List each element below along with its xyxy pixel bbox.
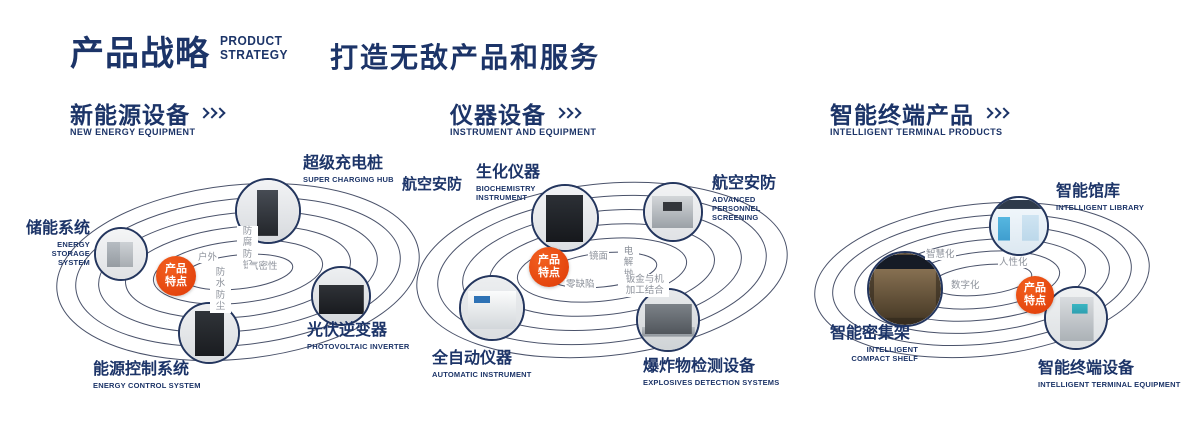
node-automatic-instrument xyxy=(459,275,525,341)
photovoltaic-inverter-photo xyxy=(313,268,369,324)
node-intelligent-compact-shelf xyxy=(867,251,943,327)
node-biochemistry-instrument xyxy=(531,184,599,252)
section-instrument-title: 仪器设备 xyxy=(450,102,546,128)
feature-label: 防腐防锈 xyxy=(237,226,258,272)
label-cn: 爆炸物检测设备 xyxy=(643,358,756,375)
badge-text: 产品特点 xyxy=(165,262,187,288)
label-en: ENERGY STORAGE SYSTEM xyxy=(51,239,90,268)
label-super-charging-hub: 超级充电桩 SUPER CHARGING HUB xyxy=(303,155,394,184)
label-cn: 超级充电桩 xyxy=(303,155,384,172)
terminal-equipment-photo xyxy=(1046,288,1106,348)
section-terminal-title-row: 智能终端产品 xyxy=(830,96,1010,130)
label-cn: 生化仪器 xyxy=(476,164,541,181)
energy-control-photo xyxy=(180,304,238,362)
personnel-screening-photo xyxy=(645,184,701,240)
section-energy-title-row: 新能源设备 xyxy=(70,96,226,130)
label-en: PHOTOVOLTAIC INVERTER xyxy=(307,341,410,351)
label-cn: 光伏逆变器 xyxy=(307,322,388,339)
triple-chevron-right-icon xyxy=(554,104,582,122)
badge-text: 产品特点 xyxy=(538,253,560,279)
intelligent-library-photo xyxy=(991,198,1047,254)
energy-storage-photo xyxy=(96,229,146,279)
section-terminal-title: 智能终端产品 xyxy=(830,102,974,128)
label-cn: 能源控制系统 xyxy=(93,361,190,378)
section-instrument-title-row: 仪器设备 xyxy=(450,96,582,130)
label-cn: 储能系统 xyxy=(25,220,90,237)
page-title-en-line1: PRODUCT xyxy=(220,33,283,48)
label-explosives-detection: 爆炸物检测设备 EXPLOSIVES DETECTION SYSTEMS xyxy=(643,358,779,387)
explosives-detection-photo xyxy=(638,290,698,350)
triple-chevron-right-icon xyxy=(198,104,226,122)
node-advanced-personnel-screening xyxy=(643,182,703,242)
page-title-en-line2: STRATEGY xyxy=(220,47,288,63)
label-cn: 智能馆库 xyxy=(1056,183,1121,200)
triple-chevron-right-icon xyxy=(982,104,1010,122)
label-cn: 智能密集架 xyxy=(830,325,911,342)
feature-label: 镜面 xyxy=(588,251,610,263)
page-title-en: PRODUCT STRATEGY xyxy=(220,33,288,63)
node-explosives-detection xyxy=(636,288,700,352)
feature-label: 人性化 xyxy=(998,257,1029,269)
label-en: ADVANCED PERSONNEL SCREENING xyxy=(712,194,761,223)
automatic-instrument-photo xyxy=(461,277,523,339)
label-en: BIOCHEMISTRY INSTRUMENT xyxy=(476,183,536,202)
section-energy-subtitle: NEW ENERGY EQUIPMENT xyxy=(70,127,196,137)
section-terminal-subtitle: INTELLIGENT TERMINAL PRODUCTS xyxy=(830,127,1003,137)
feature-label: 零缺陷 xyxy=(565,279,596,291)
node-intelligent-library xyxy=(989,196,1049,256)
node-photovoltaic-inverter xyxy=(311,266,371,326)
label-energy-control-system: 能源控制系统 ENERGY CONTROL SYSTEM xyxy=(93,361,201,390)
label-intelligent-compact-shelf: 智能密集架 INTELLIGENT COMPACT SHELF xyxy=(830,325,926,363)
label-cn: 智能终端设备 xyxy=(1038,360,1135,377)
label-aviation-security-extra: 航空安防 xyxy=(402,176,463,193)
feature-label: 气密性 xyxy=(248,261,279,273)
feature-label: 钣金与机加工结合 xyxy=(620,274,670,297)
tagline: 打造无敌产品和服务 xyxy=(330,42,601,73)
label-advanced-personnel-screening: 航空安防 ADVANCED PERSONNEL SCREENING xyxy=(712,175,792,223)
label-en: INTELLIGENT TERMINAL EQUIPMENT xyxy=(1038,379,1181,389)
feature-label: 智慧化 xyxy=(925,249,956,261)
badge-text: 产品特点 xyxy=(1024,281,1046,307)
label-intelligent-library: 智能馆库 INTELLIGENT LIBRARY xyxy=(1056,183,1144,212)
label-en: INTELLIGENT COMPACT SHELF xyxy=(851,344,918,363)
label-automatic-instrument: 全自动仪器 AUTOMATIC INSTRUMENT xyxy=(432,350,532,379)
biochemistry-photo xyxy=(533,186,597,250)
feature-label: 防水防尘 xyxy=(210,267,231,313)
product-features-badge: 产品特点 xyxy=(1016,276,1054,314)
product-features-badge: 产品特点 xyxy=(529,247,569,287)
label-cn: 航空安防 xyxy=(712,175,777,192)
section-instrument-subtitle: INSTRUMENT AND EQUIPMENT xyxy=(450,127,597,137)
product-features-badge: 产品特点 xyxy=(156,256,196,296)
section-energy-title: 新能源设备 xyxy=(70,102,190,128)
feature-label: 户外 xyxy=(197,252,219,264)
label-intelligent-terminal-equipment: 智能终端设备 INTELLIGENT TERMINAL EQUIPMENT xyxy=(1038,360,1181,389)
label-photovoltaic-inverter: 光伏逆变器 PHOTOVOLTAIC INVERTER xyxy=(307,322,410,351)
page-title: 产品战略 xyxy=(70,35,210,73)
label-en: EXPLOSIVES DETECTION SYSTEMS xyxy=(643,377,780,387)
label-biochemistry-instrument: 生化仪器 BIOCHEMISTRY INSTRUMENT xyxy=(476,164,540,202)
label-en: ENERGY CONTROL SYSTEM xyxy=(93,380,201,390)
label-en: SUPER CHARGING HUB xyxy=(303,174,394,184)
compact-shelf-photo xyxy=(869,253,941,325)
label-en: AUTOMATIC INSTRUMENT xyxy=(432,369,532,379)
node-energy-storage-system xyxy=(94,227,148,281)
label-energy-storage-system: 储能系统 ENERGY STORAGE SYSTEM xyxy=(14,220,90,268)
label-en: INTELLIGENT LIBRARY xyxy=(1056,202,1145,212)
node-intelligent-terminal-equipment xyxy=(1044,286,1108,350)
feature-label: 数字化 xyxy=(950,280,981,292)
label-cn: 全自动仪器 xyxy=(432,350,513,367)
